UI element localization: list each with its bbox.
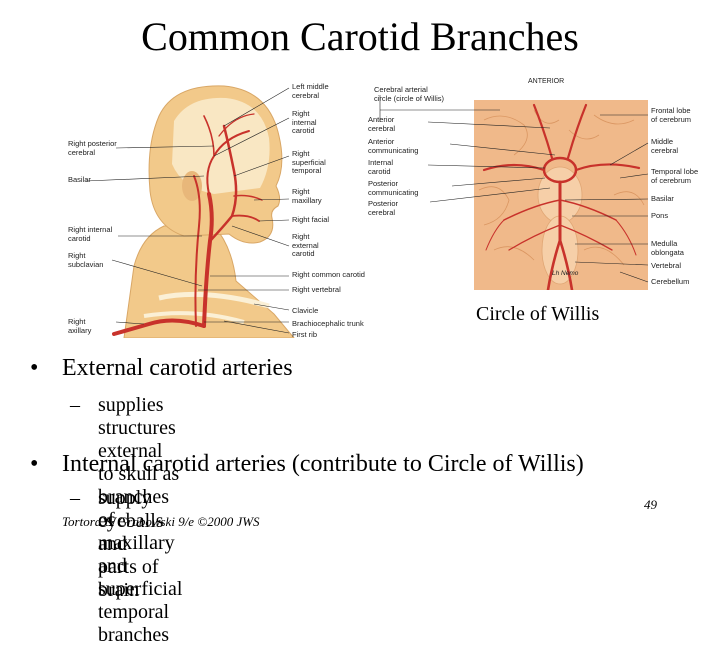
slide-title: Common Carotid Branches <box>141 14 579 59</box>
brain-base-illustration <box>474 100 648 290</box>
bullet-marker: • <box>30 451 39 477</box>
label-cerebral-arterial-circle: Cerebral arterial circle (circle of Will… <box>374 85 444 103</box>
label-anterior-communicating: Anterior communicating <box>368 137 419 155</box>
sub-bullet-marker: – <box>70 487 80 509</box>
label-right-maxillary: Right maxillary <box>292 187 322 205</box>
label-basilar: Basilar <box>68 175 91 184</box>
sub-bullet-marker: – <box>70 394 80 416</box>
sub-bullet-text: supply eyeballs and parts of brain <box>98 487 164 601</box>
label-brachiocephalic-trunk: Brachiocephalic trunk <box>292 319 364 328</box>
bullet-text: Internal carotid arteries (contribute to… <box>62 451 584 477</box>
head-neck-illustration <box>112 85 295 338</box>
label-right-internal-carotid: Right internal carotid <box>292 109 317 135</box>
label-posterior-communicating: Posterior communicating <box>368 179 419 197</box>
label-basilar-willis: Basilar <box>651 194 674 203</box>
label-anterior-cerebral: Anterior cerebral <box>368 115 396 133</box>
head-neck-figure <box>64 76 364 338</box>
label-right-vertebral: Right vertebral <box>292 285 341 294</box>
label-middle-cerebral: Middle cerebral <box>651 137 679 155</box>
label-temporal-lobe: Temporal lobe of cerebrum <box>651 167 699 185</box>
label-right-posterior-cerebral: Right posterior cerebral <box>68 139 117 157</box>
label-right-superficial-temporal: Right superficial temporal <box>292 149 326 175</box>
label-posterior-cerebral: Posterior cerebral <box>368 199 399 217</box>
label-medulla-oblongata: Medulla oblongata <box>651 239 684 257</box>
source-credit: Tortora & Grabowski 9/e ©2000 JWS <box>62 514 260 529</box>
label-cerebellum: Cerebellum <box>651 277 690 286</box>
page-number: 49 <box>644 497 657 512</box>
label-left-middle-cerebral: Left middle cerebral <box>292 82 329 100</box>
label-right-facial: Right facial <box>292 215 330 224</box>
label-right-common-carotid: Right common carotid <box>292 270 365 279</box>
bullet-marker: • <box>30 355 39 381</box>
bullet-text: External carotid arteries <box>62 355 293 381</box>
head-neck-leader-lines <box>85 87 290 334</box>
label-clavicle: Clavicle <box>292 306 319 315</box>
label-first-rib: First rib <box>292 330 317 339</box>
circle-of-willis-figure: Lh Nemo <box>474 100 648 290</box>
label-frontal-lobe: Frontal lobe of cerebrum <box>651 106 692 124</box>
label-pons: Pons <box>651 211 669 220</box>
label-right-subclavian: Right subclavian <box>68 251 104 269</box>
label-anterior: ANTERIOR <box>528 78 565 85</box>
label-vertebral: Vertebral <box>651 261 682 270</box>
label-right-external-carotid: Right external carotid <box>292 232 319 258</box>
label-internal-carotid: Internal carotid <box>368 158 394 176</box>
artist-mark: Lh Nemo <box>552 270 579 277</box>
label-right-internal-carotid-left: Right internal carotid <box>68 225 113 243</box>
label-right-axillary: Right axillary <box>68 317 92 335</box>
figure-caption: Circle of Willis <box>476 303 600 325</box>
